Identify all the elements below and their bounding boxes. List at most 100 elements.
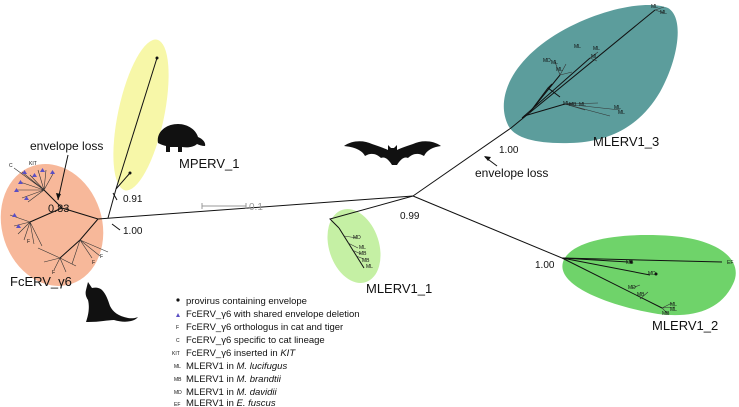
fcerv-tip-markers: C KIT F F F F bbox=[9, 56, 658, 276]
svg-text:ML: ML bbox=[593, 46, 600, 52]
legend-item: MD MLERV1 in M. davidii bbox=[174, 387, 278, 398]
scale-bar bbox=[201, 203, 247, 209]
svg-text:ML: ML bbox=[651, 4, 658, 10]
support-fcerv-root-pointer bbox=[111, 223, 121, 231]
shared-deletion-triangles bbox=[12, 168, 55, 228]
clade-label-fcerv: FcERV_γ6 bbox=[10, 274, 72, 289]
mlerv1-2-stem bbox=[412, 195, 563, 259]
svg-text:ML: ML bbox=[359, 245, 366, 251]
svg-text:FcERV_γ6 orthologus in cat and: FcERV_γ6 orthologus in cat and tiger bbox=[186, 322, 343, 333]
legend-item: MB MLERV1 in M. brandtii bbox=[174, 374, 282, 385]
legend-item: EF MLERV1 in E. fuscus bbox=[174, 398, 276, 407]
mlerv1-1-stem bbox=[329, 195, 414, 229]
fcerv-clade-shading bbox=[0, 164, 104, 286]
svg-text:ML: ML bbox=[551, 60, 558, 66]
svg-text:MLERV1 in M. davidii: MLERV1 in M. davidii bbox=[186, 387, 278, 398]
clade-label-mperv: MPERV_1 bbox=[179, 156, 239, 171]
svg-text:ML: ML bbox=[563, 101, 570, 107]
clade-label-mlerv1-1: MLERV1_1 bbox=[366, 281, 432, 296]
svg-text:MB: MB bbox=[662, 311, 670, 317]
support-mperv: 0.91 bbox=[123, 194, 143, 205]
svg-text:ML: ML bbox=[670, 307, 677, 313]
legend-item: F FcERV_γ6 orthologus in cat and tiger bbox=[176, 322, 343, 333]
mlerv1-3-clade-shading bbox=[503, 5, 678, 144]
svg-text:provirus containing envelope: provirus containing envelope bbox=[186, 296, 307, 307]
svg-text:ML: ML bbox=[614, 105, 621, 111]
svg-text:ML: ML bbox=[660, 10, 667, 16]
svg-text:ML: ML bbox=[618, 110, 625, 116]
mperv-long-branch bbox=[115, 57, 158, 190]
svg-text:MD: MD bbox=[353, 235, 361, 241]
envelope-loss-right: envelope loss bbox=[475, 166, 548, 180]
svg-text:MLERV1 in M. lucifugus: MLERV1 in M. lucifugus bbox=[186, 361, 287, 372]
support-fcerv-root: 1.00 bbox=[123, 226, 143, 237]
svg-text:MD: MD bbox=[174, 390, 182, 396]
triangle-icon bbox=[176, 313, 180, 317]
cat-icon bbox=[85, 282, 138, 322]
legend-item: provirus containing envelope bbox=[176, 296, 307, 307]
svg-text:ML: ML bbox=[366, 264, 373, 270]
svg-text:FcERV_γ6 specific to cat linea: FcERV_γ6 specific to cat lineage bbox=[186, 335, 325, 346]
mlerv1-2-subtree bbox=[561, 257, 723, 315]
svg-text:EF: EF bbox=[727, 260, 733, 266]
svg-text:ML: ML bbox=[574, 44, 581, 50]
legend-item: KIT FcERV_γ6 inserted in KIT bbox=[172, 348, 296, 359]
clade-label-mlerv1-3: MLERV1_3 bbox=[593, 134, 659, 149]
support-fcerv-inner: 0.83 bbox=[48, 203, 69, 215]
mperv-stem bbox=[107, 188, 117, 219]
tip-kit: KIT bbox=[29, 161, 37, 167]
scale-bar-label: 0.1 bbox=[249, 202, 263, 213]
tip-f: F bbox=[92, 260, 95, 266]
mlerv-tip-labels: ML ML ML ML ML MD ML ML ML MB ML ML ML E… bbox=[353, 4, 733, 317]
svg-text:MB: MB bbox=[569, 102, 577, 108]
fcerv-subtree bbox=[9, 167, 109, 273]
svg-text:MB: MB bbox=[626, 260, 634, 266]
mlerv1-1-subtree bbox=[338, 227, 365, 269]
legend-item: C FcERV_γ6 specific to cat lineage bbox=[176, 335, 325, 346]
envelope-dots bbox=[128, 56, 658, 276]
tip-f: F bbox=[27, 239, 30, 245]
svg-text:F: F bbox=[176, 325, 179, 331]
svg-text:KIT: KIT bbox=[172, 351, 180, 357]
mlerv1-3-stem bbox=[412, 127, 512, 197]
svg-text:MLERV1 in M. brandtii: MLERV1 in M. brandtii bbox=[186, 374, 282, 385]
svg-text:MB: MB bbox=[359, 251, 367, 257]
svg-text:C: C bbox=[176, 338, 180, 344]
svg-text:MB: MB bbox=[362, 258, 370, 264]
tip-c: C bbox=[9, 163, 13, 169]
support-mperv-pointer bbox=[112, 192, 118, 201]
mperv-clade-shading bbox=[113, 39, 169, 191]
svg-text:MB: MB bbox=[637, 292, 645, 298]
clade-label-mlerv1-2: MLERV1_2 bbox=[652, 318, 718, 333]
svg-text:ML: ML bbox=[174, 364, 181, 370]
envelope-loss-left-arrowhead bbox=[56, 193, 61, 200]
support-mlerv-root: 0.99 bbox=[400, 211, 420, 222]
tip-f: F bbox=[52, 270, 55, 276]
bat-icon bbox=[344, 141, 441, 165]
svg-text:ML: ML bbox=[670, 302, 677, 308]
envelope-loss-left-arrow bbox=[57, 154, 69, 201]
envelope-loss-left: envelope loss bbox=[30, 139, 103, 153]
svg-text:ML: ML bbox=[556, 67, 563, 73]
pangolin-icon bbox=[157, 124, 206, 152]
support-mlerv1-2: 1.00 bbox=[535, 260, 555, 271]
svg-text:ML: ML bbox=[579, 102, 586, 108]
mperv-tip-branch bbox=[115, 172, 131, 190]
envelope-loss-right-arrowhead bbox=[484, 156, 491, 161]
backbone-branch bbox=[97, 195, 414, 220]
svg-text:FcERV_γ6 with shared envelope: FcERV_γ6 with shared envelope deletion bbox=[186, 309, 360, 320]
svg-text:EF: EF bbox=[174, 402, 180, 407]
mlerv1-3-subtree bbox=[510, 6, 665, 129]
support-mlerv1-3: 1.00 bbox=[499, 145, 519, 156]
svg-text:MD: MD bbox=[648, 271, 656, 277]
svg-text:MD: MD bbox=[628, 285, 636, 291]
svg-text:MD: MD bbox=[543, 58, 551, 64]
legend-item: ML MLERV1 in M. lucifugus bbox=[174, 361, 287, 372]
legend: provirus containing envelope FcERV_γ6 wi… bbox=[172, 296, 360, 407]
svg-text:MB: MB bbox=[174, 377, 182, 383]
svg-text:ML: ML bbox=[591, 54, 598, 60]
svg-text:FcERV_γ6 inserted in KIT: FcERV_γ6 inserted in KIT bbox=[186, 348, 296, 359]
envelope-dot-icon bbox=[176, 298, 180, 302]
tip-f: F bbox=[100, 254, 103, 260]
